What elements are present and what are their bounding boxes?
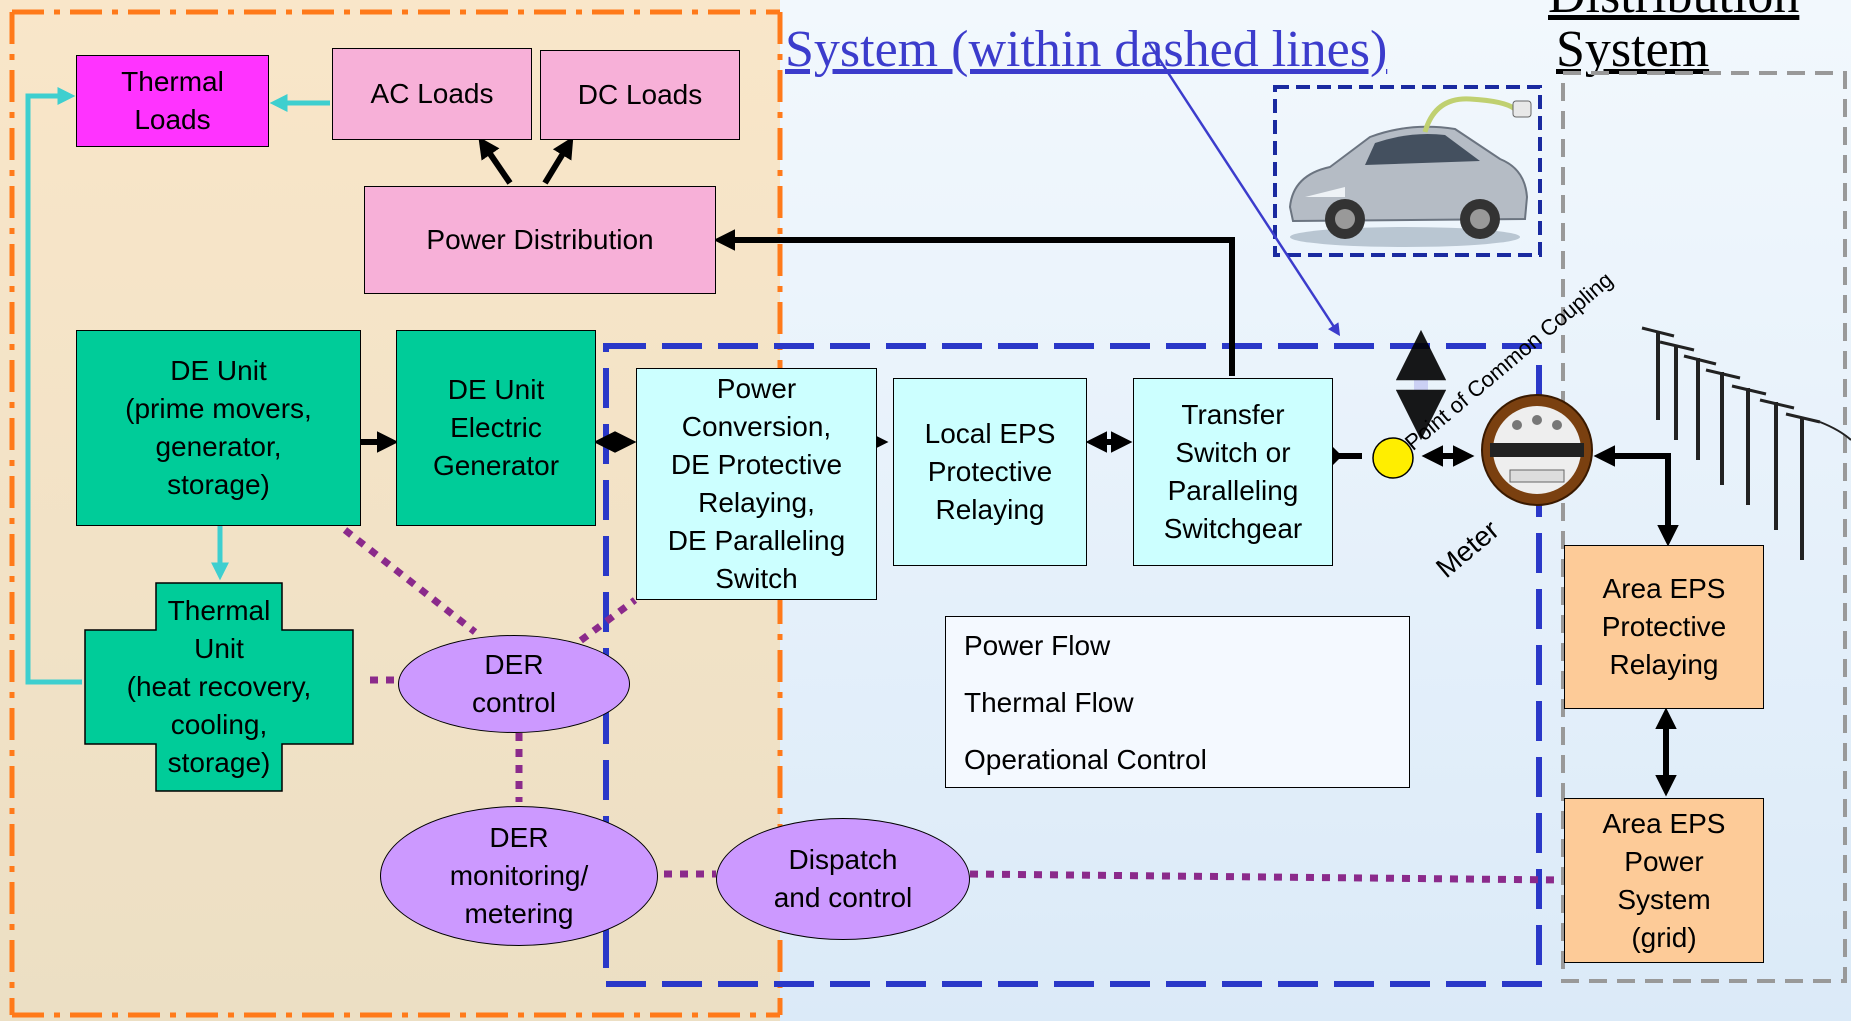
ac-loads-box: AC Loads bbox=[332, 48, 532, 140]
der-control-oval: DER control bbox=[398, 635, 630, 733]
de-unit-box: DE Unit (prime movers, generator, storag… bbox=[76, 330, 361, 526]
caption-system: System bbox=[1556, 21, 1710, 78]
local-eps-box: Local EPS Protective Relaying bbox=[893, 378, 1087, 566]
legend-thermal-flow: Thermal Flow bbox=[964, 687, 1134, 718]
caption-distribution: Distribution bbox=[1548, 0, 1799, 26]
pcc-point bbox=[1372, 437, 1414, 479]
electric-car-icon bbox=[1275, 87, 1540, 255]
area-eps-power-box: Area EPS Power System (grid) bbox=[1564, 798, 1764, 963]
thermal-unit-box: Thermal Unit (heat recovery, cooling, st… bbox=[126, 595, 312, 778]
electric-meter-icon bbox=[1481, 394, 1593, 506]
power-distribution-box: Power Distribution bbox=[364, 186, 716, 294]
area-eps-relaying-box: Area EPS Protective Relaying bbox=[1564, 545, 1764, 709]
legend bbox=[945, 616, 1410, 788]
power-conversion-box: Power Conversion, DE Protective Relaying… bbox=[636, 368, 877, 600]
thermal-unit-shape: Thermal Unit (heat recovery, cooling, st… bbox=[84, 582, 354, 792]
dc-loads-box: DC Loads bbox=[540, 50, 740, 140]
caption-pointer bbox=[1146, 41, 1341, 337]
dispatch-oval: Dispatch and control bbox=[716, 818, 970, 940]
utility-pole-icon bbox=[1641, 326, 1851, 560]
caption-interconnection-system: System (within dashed lines) bbox=[785, 21, 1388, 78]
legend-operational-control: Operational Control bbox=[964, 744, 1207, 775]
thermal-loads-box: Thermal Loads bbox=[76, 55, 269, 147]
transfer-switch-box: Transfer Switch or Paralleling Switchgea… bbox=[1133, 378, 1333, 566]
distribution-boundary bbox=[1561, 71, 1847, 983]
de-unit-generator-box: DE Unit Electric Generator bbox=[396, 330, 596, 526]
car-boundary bbox=[1273, 85, 1542, 257]
legend-power-flow: Power Flow bbox=[964, 630, 1111, 661]
der-monitoring-oval: DER monitoring/ metering bbox=[380, 806, 658, 946]
